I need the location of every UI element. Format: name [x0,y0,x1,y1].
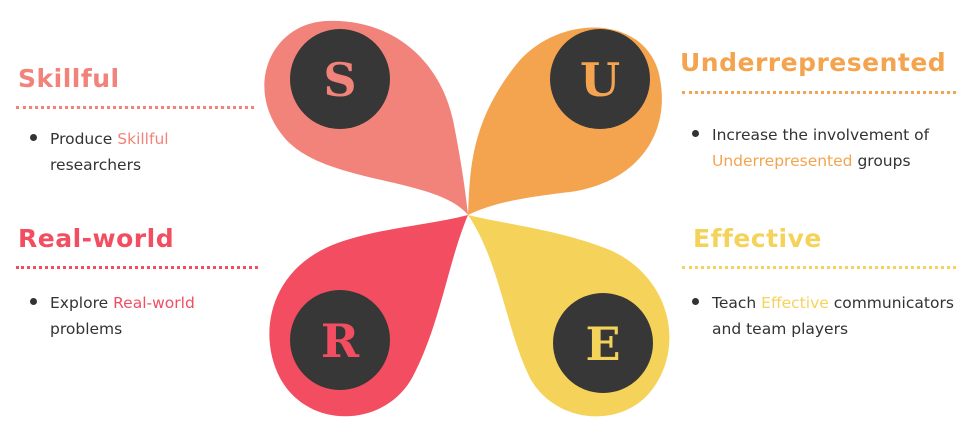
letter-s: S [323,53,356,107]
bullet-text-after: communicators [828,294,954,312]
bullet-highlight-effective: Effective [761,294,829,312]
bullet-text-before: Increase the involvement of [712,126,930,144]
heading-effective: Effective [693,224,822,253]
bullet-highlight-skillful: Skillful [117,130,169,148]
bullet-dot [30,298,37,305]
circle-r [290,290,390,390]
bullet-highlight-real-world: Real-world [113,294,195,312]
circle-u [550,29,650,129]
bullet-text-after: groups [852,152,911,170]
letter-r: R [321,314,360,368]
bullet-text-before: Explore [50,294,114,312]
circle-e [553,293,653,393]
bullet-dot [30,134,37,141]
letter-u: U [580,53,620,107]
letter-e: E [585,317,620,371]
heading-underrepresented: Underrepresented [680,48,947,77]
divider-effective [682,266,956,269]
bullet-dot [692,298,699,305]
bullet-text-after: researchers [50,156,142,174]
bullet-effective: Teach Effective communicators and team p… [692,290,954,342]
bullet-text-after-line2: and team players [712,320,849,338]
bullet-text-after: problems [50,320,123,338]
bullet-highlight-underrepresented: Underrepresented [712,152,853,170]
bullet-underrepresented: Increase the involvement of Underreprese… [692,122,929,174]
divider-underrepresented [682,91,956,94]
bullet-skillful: Produce Skillful researchers [30,126,169,178]
divider-real-world [16,266,258,269]
bullet-dot [692,130,699,137]
bullet-real-world: Explore Real-world problems [30,290,195,342]
bullet-text-before: Teach [712,294,762,312]
heading-skillful: Skillful [18,64,120,93]
bullet-text-before: Produce [50,130,118,148]
divider-skillful [16,106,254,109]
heading-real-world: Real-world [18,224,175,253]
circle-s [290,29,390,129]
